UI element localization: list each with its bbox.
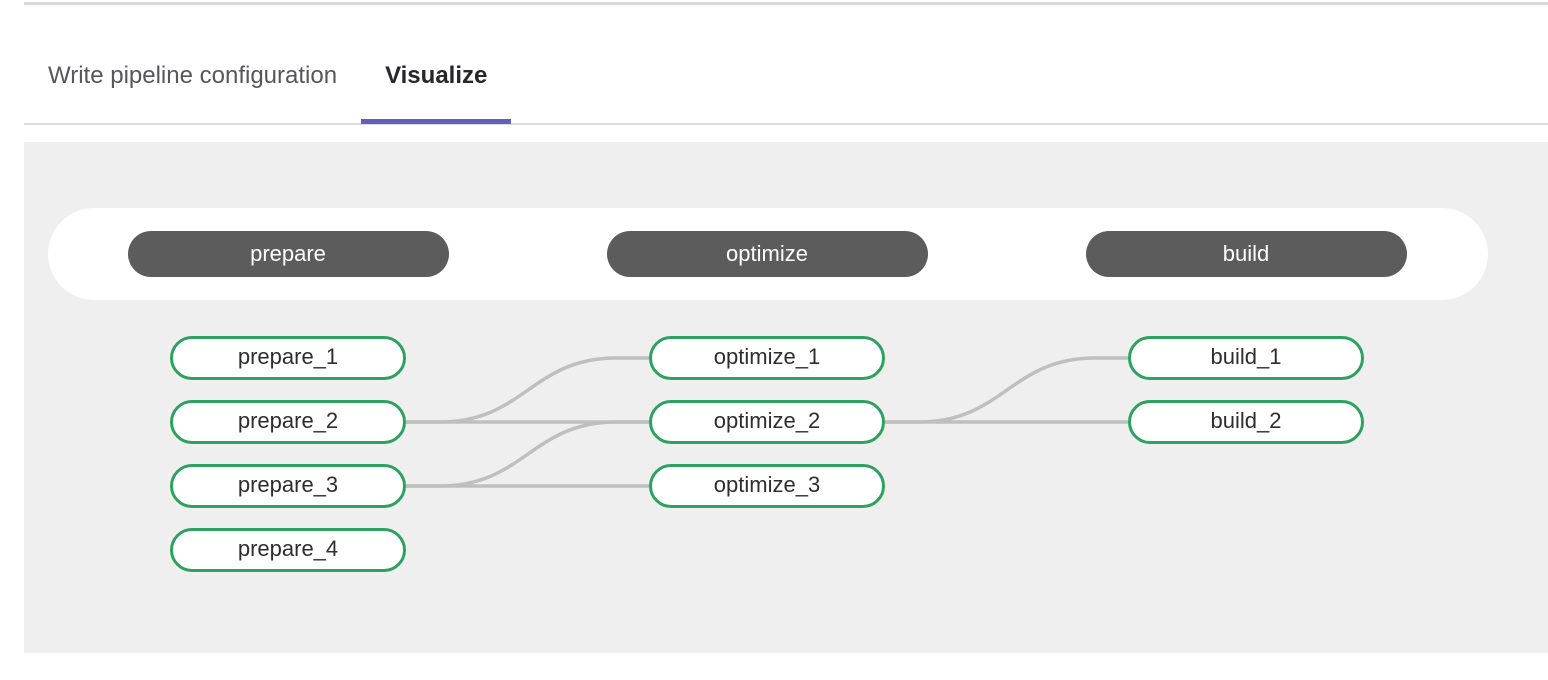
job-pill-prepare_1[interactable]: prepare_1 xyxy=(170,336,406,380)
job-pill-optimize_2[interactable]: optimize_2 xyxy=(649,400,885,444)
link-prepare_3-to-optimize_2 xyxy=(406,420,649,488)
job-pill-prepare_3[interactable]: prepare_3 xyxy=(170,464,406,508)
job-pill-optimize_3[interactable]: optimize_3 xyxy=(649,464,885,508)
link-optimize_2-to-build_1 xyxy=(885,356,1128,424)
stage-pill-prepare: prepare xyxy=(127,231,449,277)
pipeline-links-layer xyxy=(406,356,1128,488)
tab-write-pipeline-configuration[interactable]: Write pipeline configuration xyxy=(48,62,338,89)
link-prepare_2-to-optimize_1 xyxy=(406,356,649,424)
job-pill-optimize_1[interactable]: optimize_1 xyxy=(649,336,885,380)
stage-pill-build: build xyxy=(1085,231,1407,277)
pipeline-editor-page: Write pipeline configuration Visualize p… xyxy=(0,2,1548,653)
job-pill-prepare_4[interactable]: prepare_4 xyxy=(170,528,406,572)
top-divider xyxy=(24,2,1548,5)
job-pill-prepare_2[interactable]: prepare_2 xyxy=(170,400,406,444)
stage-pill-optimize: optimize xyxy=(606,231,928,277)
job-pill-build_1[interactable]: build_1 xyxy=(1128,336,1364,380)
job-pill-build_2[interactable]: build_2 xyxy=(1128,400,1364,444)
tab-visualize[interactable]: Visualize xyxy=(361,62,512,124)
tab-bar: Write pipeline configuration Visualize xyxy=(24,5,1548,125)
